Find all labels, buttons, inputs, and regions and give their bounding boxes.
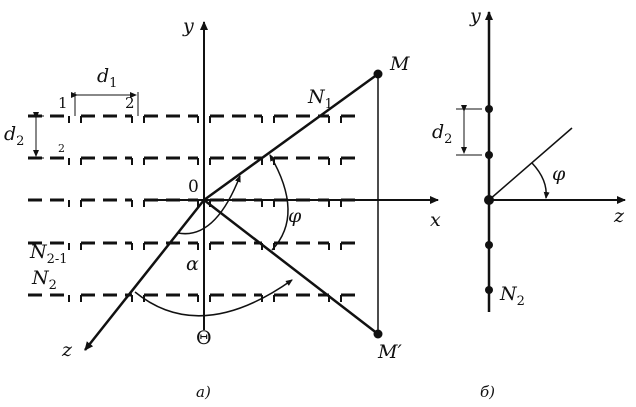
point-M-prime bbox=[373, 329, 383, 339]
b-angle-phi-arc bbox=[531, 162, 550, 199]
caption-b: б) bbox=[480, 383, 495, 401]
b-label-d2: d2 bbox=[432, 121, 452, 147]
label-N2-1: N2-1 bbox=[29, 241, 68, 267]
b-label-N2: N2 bbox=[499, 283, 525, 309]
b-label-y: y bbox=[469, 5, 481, 27]
ray-to-M-prime bbox=[203, 199, 379, 335]
b-dot-2 bbox=[485, 151, 493, 159]
b-ray bbox=[488, 127, 573, 201]
label-x: x bbox=[430, 209, 441, 231]
b-dot-5 bbox=[485, 286, 493, 294]
label-z: z bbox=[61, 339, 73, 361]
label-N1: N1 bbox=[307, 86, 333, 112]
label-origin: 0 bbox=[188, 177, 199, 197]
point-M bbox=[373, 69, 383, 79]
label-mark-2-top: 2 bbox=[125, 94, 135, 112]
label-phi: φ bbox=[288, 205, 302, 227]
ray-to-M bbox=[203, 72, 379, 202]
b-dot-4 bbox=[485, 241, 493, 249]
diagram-b: y z d2 φ N2 б) bbox=[432, 5, 626, 401]
label-mark-2-left: 2 bbox=[58, 142, 65, 155]
label-alpha: α bbox=[186, 253, 199, 275]
label-N2: N2 bbox=[31, 267, 57, 293]
diagram-a: y x z 0 M M′ N1 N2-1 N2 d1 d2 1 2 2 α φ … bbox=[4, 15, 441, 401]
label-mark-1: 1 bbox=[58, 94, 68, 112]
b-label-z: z bbox=[613, 205, 625, 227]
b-label-phi: φ bbox=[552, 163, 566, 185]
b-dot-origin bbox=[484, 195, 494, 205]
z-axis bbox=[84, 199, 205, 351]
label-d1: d1 bbox=[97, 65, 117, 91]
angle-phi-arc bbox=[269, 154, 289, 251]
label-y: y bbox=[182, 15, 194, 37]
label-M-prime: M′ bbox=[377, 341, 402, 363]
angle-theta-arc bbox=[134, 279, 293, 317]
caption-a: a) bbox=[196, 383, 211, 401]
label-theta: Θ bbox=[196, 327, 212, 349]
b-dot-1 bbox=[485, 105, 493, 113]
label-d2: d2 bbox=[4, 123, 24, 149]
label-M: M bbox=[389, 53, 410, 75]
angle-alpha-arc bbox=[177, 175, 241, 235]
